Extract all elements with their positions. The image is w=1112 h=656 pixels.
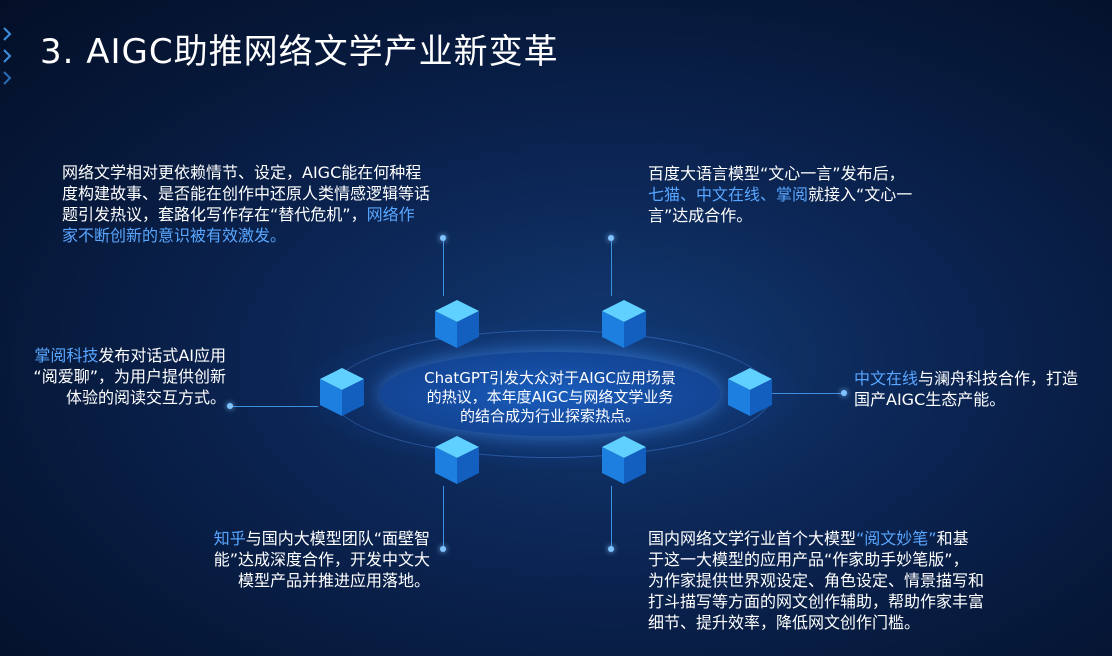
text-block-bottom-right: 国内网络文学行业首个大模型“阅文妙笔”和基 于这一大模型的应用产品“作家助手妙笔… — [648, 528, 1008, 633]
text-line: 网络文学相对更依赖情节、设定，AIGC能在何种程 — [62, 163, 422, 182]
page-title: 3. AIGC助推网络文学产业新变革 — [40, 32, 559, 72]
connector-dot-right — [841, 390, 847, 396]
corner-chevron-decoration — [3, 27, 12, 85]
text-span: 就接入“文心一 — [808, 185, 913, 204]
cube-icon — [320, 368, 364, 416]
connector-dot-bottom-left — [440, 546, 446, 552]
center-line-1: ChatGPT引发大众对于AIGC应用场景 — [424, 369, 676, 387]
text-block-mid-right: 中文在线与澜舟科技合作，打造 国产AIGC生态产能。 — [854, 368, 1094, 410]
text-line: 掌阅科技发布对话式AI应用 — [16, 345, 226, 366]
cube-icon — [435, 436, 479, 484]
text-line: 百度大语言模型“文心一言”发布后， — [648, 164, 905, 183]
cube-icon — [728, 368, 772, 416]
text-span: 国内网络文学行业首个大模型 — [648, 529, 857, 548]
text-line: 体验的阅读交互方式。 — [65, 388, 226, 407]
text-span: 和基 — [936, 529, 969, 548]
connector-dot-bottom-right — [608, 546, 614, 552]
connector-bottom-left — [443, 486, 444, 548]
text-span: 发布对话式AI应用 — [98, 346, 226, 365]
text-span: 与国内大模型团队“面壁智 — [245, 529, 430, 548]
text-line: “阅爱聊”，为用户提供创新 — [33, 367, 226, 386]
connector-top-left — [443, 238, 444, 296]
text-line: 题引发热议，套路化写作存在“替代危机”，网络作 — [62, 204, 442, 225]
text-line: 知乎与国内大模型团队“面壁智 — [200, 528, 430, 549]
highlight-text: 网络作 — [366, 205, 415, 224]
connector-dot-top-right — [608, 235, 614, 241]
text-line: 国产AIGC生态产能。 — [854, 390, 1006, 409]
connector-dot-left — [227, 403, 233, 409]
connector-right — [772, 393, 844, 394]
highlight-text: 知乎 — [213, 529, 246, 548]
text-line: 模型产品并推进应用落地。 — [237, 571, 430, 590]
text-line: 为作家提供世界观设定、角色设定、情景描写和 — [648, 571, 985, 590]
text-line: 打斗描写等方面的网文创作辅助，帮助作家丰富 — [648, 592, 985, 611]
highlight-text: 七猫、中文在线、掌阅 — [648, 185, 809, 204]
text-line: 度构建故事、是否能在创作中还原人类情感逻辑等话 — [62, 184, 431, 203]
text-line: 于这一大模型的应用产品“作家助手妙笔版”， — [648, 550, 969, 569]
text-block-top-right: 百度大语言模型“文心一言”发布后， 七猫、中文在线、掌阅就接入“文心一 言”达成… — [648, 163, 948, 226]
connector-left — [230, 406, 318, 407]
connector-top-right — [611, 238, 612, 296]
text-span: 与澜舟科技合作，打造 — [918, 369, 1079, 388]
text-line: 细节、提升效率，降低网文创作门槛。 — [648, 613, 921, 632]
connector-bottom-right — [611, 486, 612, 548]
highlight-text: 中文在线 — [854, 369, 919, 388]
text-line: 能”达成深度合作，开发中文大 — [213, 550, 430, 569]
text-line: 中文在线与澜舟科技合作，打造 — [854, 368, 1094, 389]
center-line-3: 的结合成为行业探索热点。 — [459, 407, 640, 425]
text-block-top-left: 网络文学相对更依赖情节、设定，AIGC能在何种程 度构建故事、是否能在创作中还原… — [62, 162, 442, 246]
center-summary: ChatGPT引发大众对于AIGC应用场景 的热议，本年度AIGC与网络文学业务… — [400, 369, 700, 426]
highlight-text: 掌阅科技 — [34, 346, 99, 365]
text-block-bottom-left: 知乎与国内大模型团队“面壁智 能”达成深度合作，开发中文大 模型产品并推进应用落… — [200, 528, 430, 591]
cube-icon — [435, 300, 479, 348]
highlight-text: “阅文妙笔” — [856, 529, 937, 548]
text-line: 言”达成合作。 — [648, 206, 753, 225]
highlight-text: 家不断创新的意识被有效激发。 — [62, 226, 287, 245]
cube-icon — [602, 436, 646, 484]
text-line: 七猫、中文在线、掌阅就接入“文心一 — [648, 184, 948, 205]
text-block-mid-left: 掌阅科技发布对话式AI应用 “阅爱聊”，为用户提供创新 体验的阅读交互方式。 — [16, 345, 226, 408]
connector-dot-top-left — [440, 235, 446, 241]
center-line-2: 的热议，本年度AIGC与网络文学业务 — [426, 388, 674, 406]
text-line: 国内网络文学行业首个大模型“阅文妙笔”和基 — [648, 528, 1008, 549]
text-span: 题引发热议，套路化写作存在“替代危机”， — [62, 205, 367, 224]
cube-icon — [602, 300, 646, 348]
inner-ring — [380, 352, 720, 436]
